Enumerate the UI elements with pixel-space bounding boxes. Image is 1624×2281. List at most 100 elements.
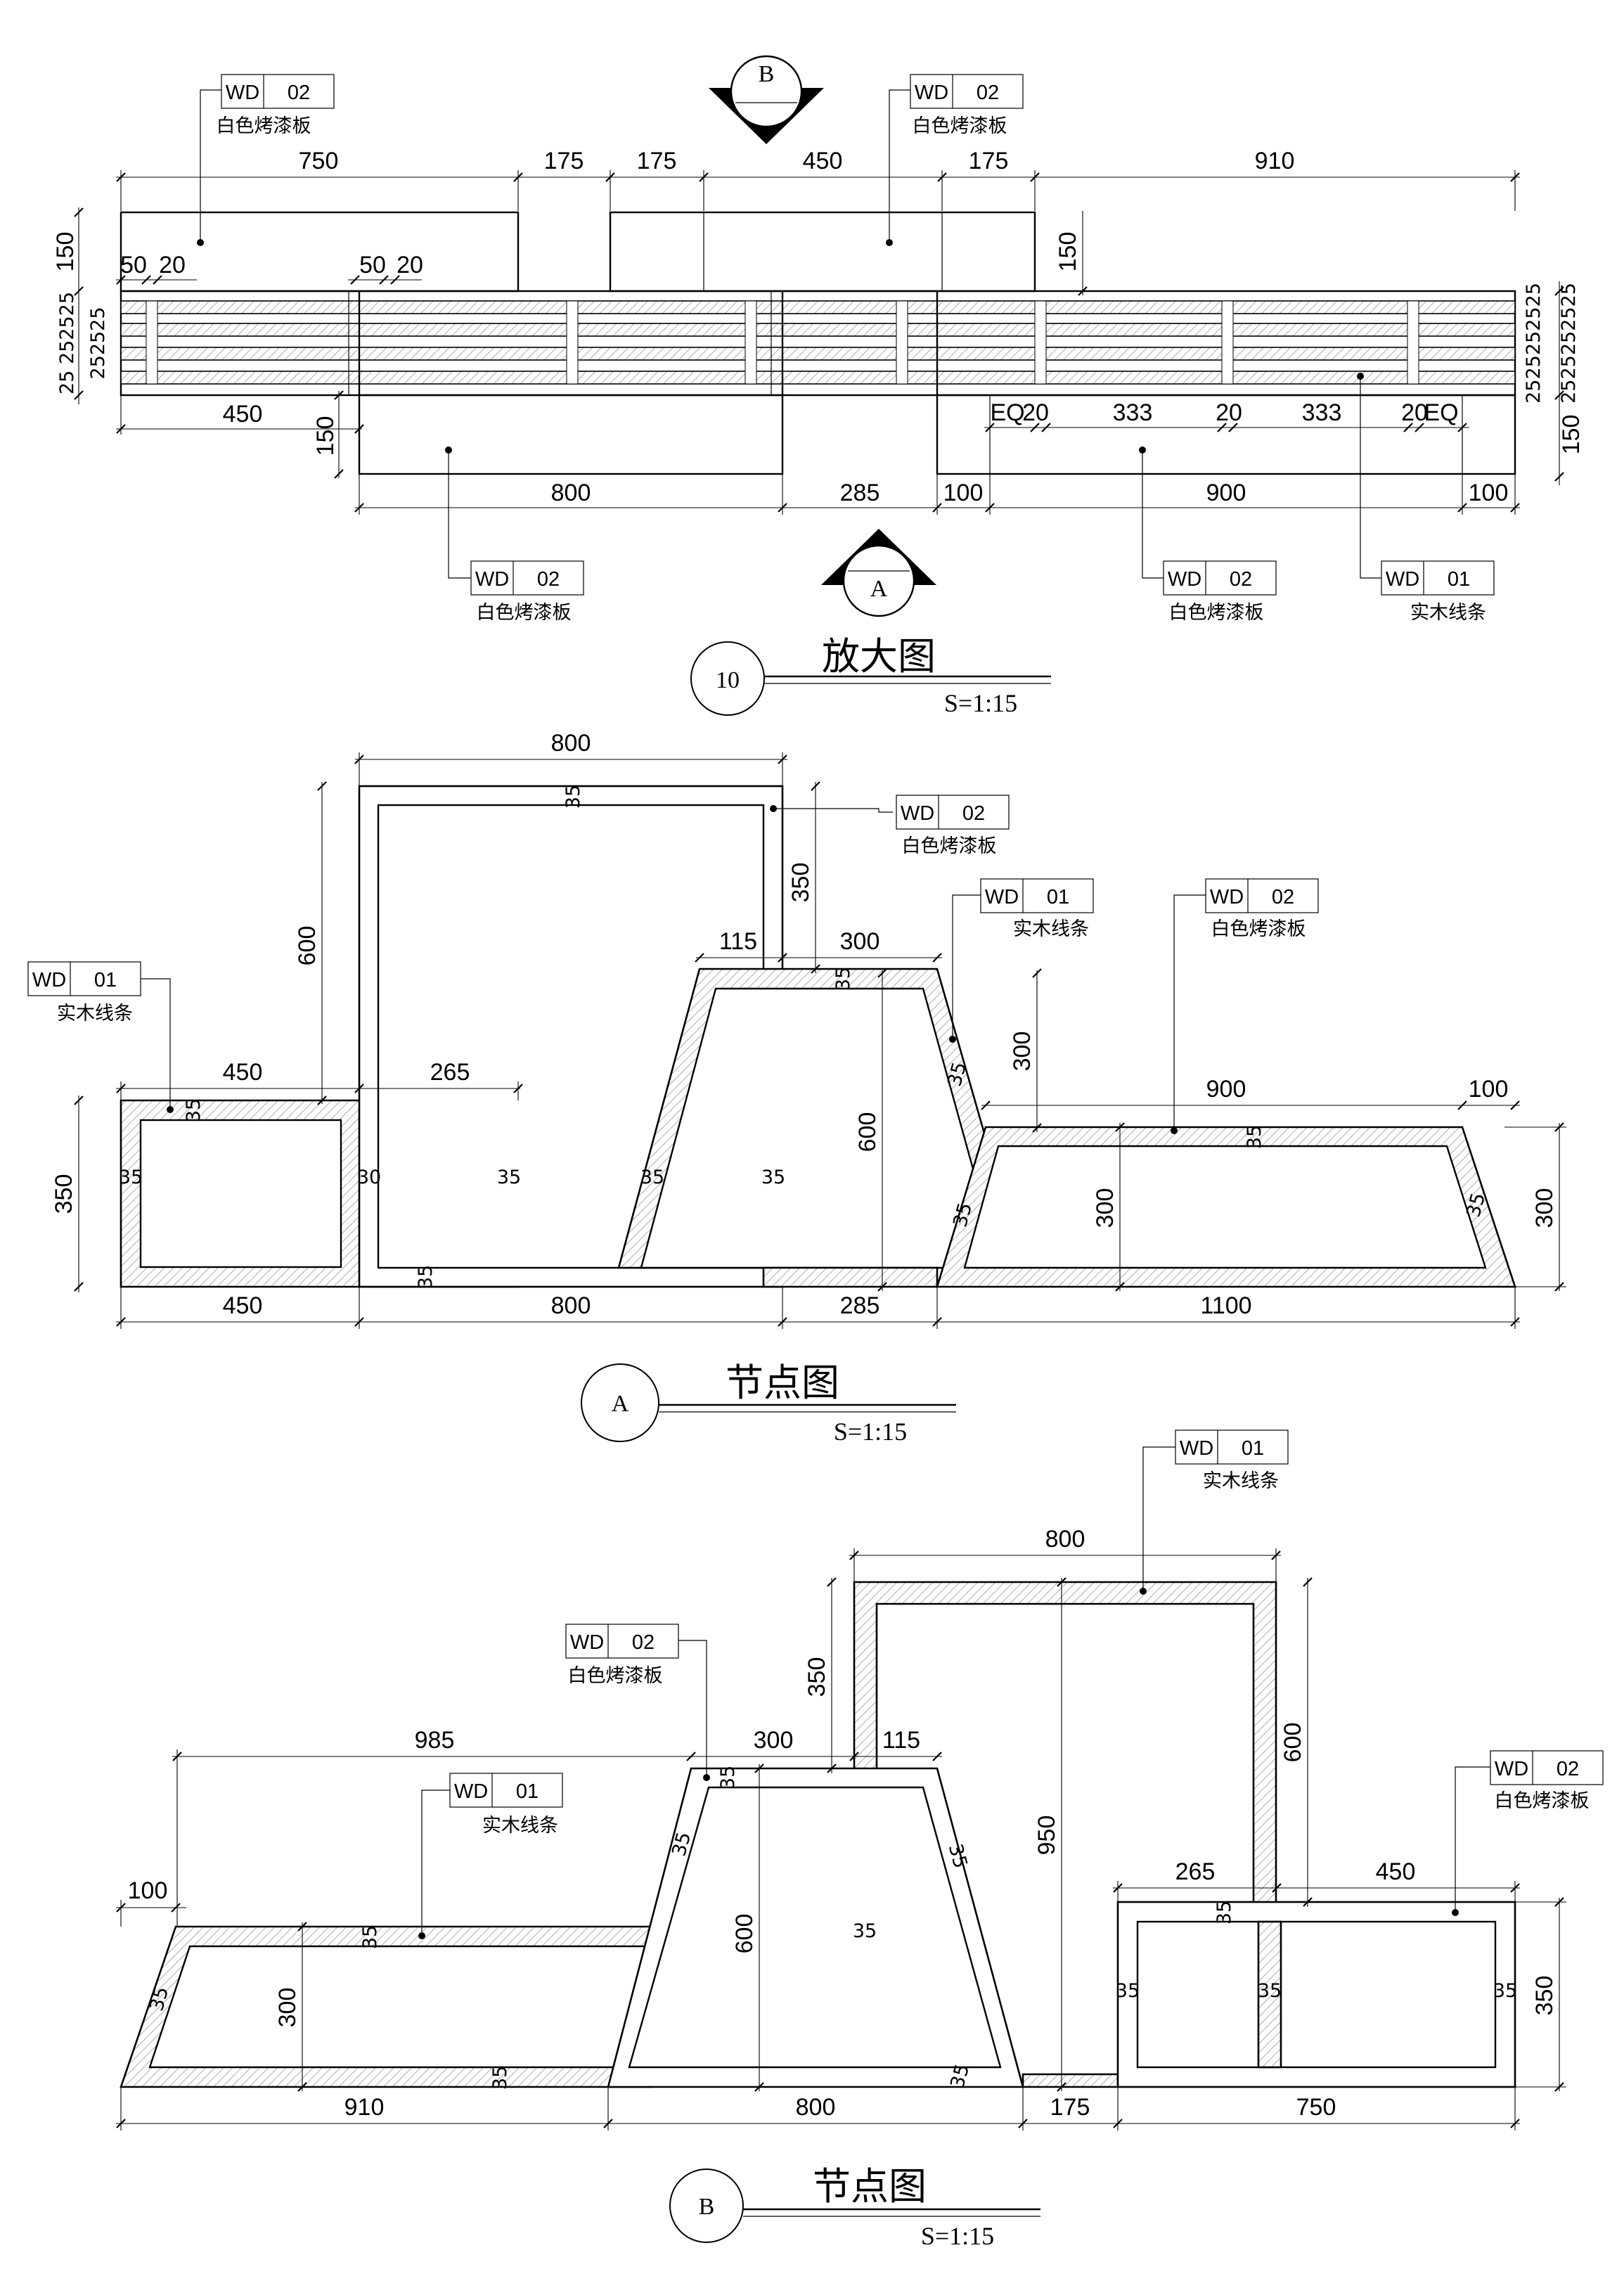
t30: 30 [357,1167,381,1188]
sb-dim-800-top: 800 [1045,1526,1085,1553]
sa-dim-600-left: 600 [294,926,321,966]
eq-dim-20-b: 20 [1216,399,1242,426]
tag-num: 01 [1448,568,1470,591]
section-b-view: WD 01 实木线条 WD 02 白色烤漆板 WD 01 实木线条 WD 02 … [116,1429,1604,2250]
tag-num: 02 [1230,568,1252,591]
dim-20-b: 20 [397,252,423,278]
sa-dim-115: 115 [719,928,757,955]
lower-panel-left [358,394,784,475]
left-vertical-dims: 150 25 252525 252525 [52,207,109,404]
tag-wd01-b: WD 01 实木线条 [27,961,141,1024]
dim-100-a: 100 [943,480,984,506]
tag-code: WD [32,969,66,991]
tag-name: 实木线条 [1013,918,1089,940]
top-dimension-chain: 750 175 175 450 175 910 [116,148,1520,211]
dim-stack-left-2: 252525 [87,307,109,379]
dim-150-left: 150 [52,232,79,272]
section-marker-a: A [821,529,936,617]
sb-dim-450: 450 [1376,1858,1416,1885]
dim-stack-right: 2525252525 [1523,283,1545,404]
title-text: 放大图 [822,634,936,679]
dim-20-a: 20 [159,252,186,278]
eq-left: EQ [990,399,1024,426]
dim-450-plan: 450 [223,401,263,428]
slat-band [120,290,1516,397]
dim-175-b: 175 [637,148,677,174]
tag-name: 白色烤漆板 [568,1665,663,1687]
title-scale: S=1:15 [944,689,1017,717]
sa-dim-300: 300 [840,928,880,955]
eq-dim-333-a: 333 [1113,399,1153,426]
sb-dim-910: 910 [344,2094,385,2121]
t35: 35 [489,2066,511,2090]
plan-view: 750 175 175 450 175 910 [52,55,1585,717]
sb-dim-985: 985 [415,1727,455,1754]
tag-wd02-d: WD 02 白色烤漆板 [1163,560,1277,624]
sb-dim-265: 265 [1175,1858,1216,1885]
sa-dim-100: 100 [1469,1076,1509,1103]
t35: 35 [832,967,854,991]
tag-num: 01 [94,969,117,991]
tag-num: 01 [1047,886,1069,908]
eq-dimension-chain: EQ 20 333 20 333 20 EQ [984,399,1469,432]
sa-dim-800-top: 800 [551,730,591,757]
sb-dim-800-bottom: 800 [796,2094,836,2121]
dim-150-right: 150 [1558,415,1585,455]
sa-dim-285: 285 [840,1292,880,1319]
tag-wd02-g: WD 02 白色烤漆板 [565,1624,679,1687]
tag-code: WD [985,886,1019,908]
sa-dim-300-right: 300 [1531,1188,1558,1228]
bottom-dimension-chain: 800 285 100 900 100 [354,474,1520,515]
dim-50-b: 50 [359,252,386,278]
sa-dim-300-inner: 300 [1092,1188,1119,1228]
dim-150-upper: 150 [1055,232,1081,272]
tag-code: WD [454,1780,488,1803]
tag-wd02-f: WD 02 白色烤漆板 [1205,878,1319,940]
t35: 35 [562,785,584,809]
tag-wd01-c: WD 01 实木线条 [980,878,1094,940]
section-a-letter: A [870,576,888,602]
lower-panel-right [936,394,1516,475]
dim-285: 285 [840,480,880,506]
sb-dim-600-right: 600 [1280,1723,1306,1763]
t35: 35 [1258,1980,1282,2002]
tag-name: 白色烤漆板 [1495,1790,1590,1812]
sa-dim-600-mid: 600 [854,1112,881,1152]
tag-name: 白色烤漆板 [1211,918,1306,940]
tag-code: WD [1386,568,1419,591]
tag-wd02-e: WD 02 白色烤漆板 [896,795,1010,857]
tag-name: 实木线条 [1203,1470,1279,1492]
t35: 35 [497,1167,521,1188]
tag-wd02-c: WD 02 白色烤漆板 [470,560,584,624]
t35: 35 [1116,1980,1140,2002]
tag-code: WD [901,802,934,825]
tag-name: 白色烤漆板 [902,835,997,857]
tag-wd02-b: WD 02 白色烤漆板 [910,74,1024,137]
t35: 35 [119,1167,143,1188]
tag-name: 白色烤漆板 [913,115,1007,137]
dim-910: 910 [1255,148,1295,174]
tag-wd02-h: WD 02 白色烤漆板 [1490,1750,1604,1812]
title-scale: S=1:15 [921,2222,994,2250]
section-b-letter: B [759,61,775,87]
sa-dim-265: 265 [430,1059,470,1086]
sb-dim-115: 115 [882,1727,920,1754]
t35: 35 [183,1098,205,1122]
small-dims-50-20: 50 20 50 20 [116,252,423,285]
title-scale: S=1:15 [834,1418,907,1446]
tag-name: 白色烤漆板 [217,115,311,137]
tag-num: 02 [977,82,999,104]
tag-wd01-d: WD 01 实木线条 [1175,1429,1289,1492]
sb-dim-175: 175 [1050,2094,1090,2121]
tag-num: 02 [1272,886,1294,908]
t35: 35 [415,1265,437,1289]
t35: 35 [1213,1901,1235,1925]
tag-num: 01 [516,1780,539,1803]
upper-panel-right [609,211,1036,293]
sa-dim-450-bottom: 450 [223,1292,263,1319]
tag-code: WD [226,82,259,104]
tag-num: 02 [537,568,560,591]
tag-code: WD [1168,568,1201,591]
sb-dim-100: 100 [128,1877,168,1904]
right-vertical-dims: 2525252525 2525252525 150 [1523,281,1585,485]
